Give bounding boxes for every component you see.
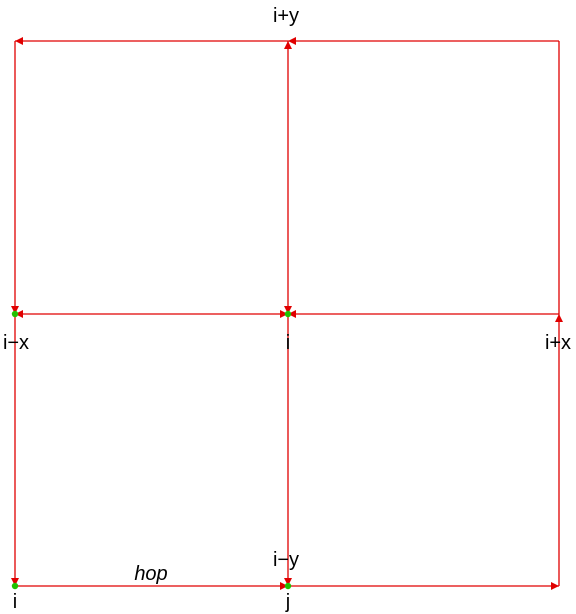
label-i-plus-x: i+x xyxy=(545,332,571,354)
label-hop: hop xyxy=(134,563,167,585)
node-i-bottom-left xyxy=(11,582,19,590)
label-i-plus-y: i+y xyxy=(273,5,299,27)
label-i-bottom-left: i xyxy=(13,591,17,613)
edges xyxy=(11,37,563,590)
label-j-bottom: j xyxy=(285,591,290,613)
label-i-center: i xyxy=(286,332,290,354)
label-i-minus-y: i−y xyxy=(273,549,299,571)
node-j-bottom xyxy=(284,582,292,590)
node-i-center xyxy=(284,310,292,318)
label-i-minus-x: i−x xyxy=(3,332,29,354)
node-i-minus-x xyxy=(11,310,19,318)
nodes xyxy=(11,310,292,590)
